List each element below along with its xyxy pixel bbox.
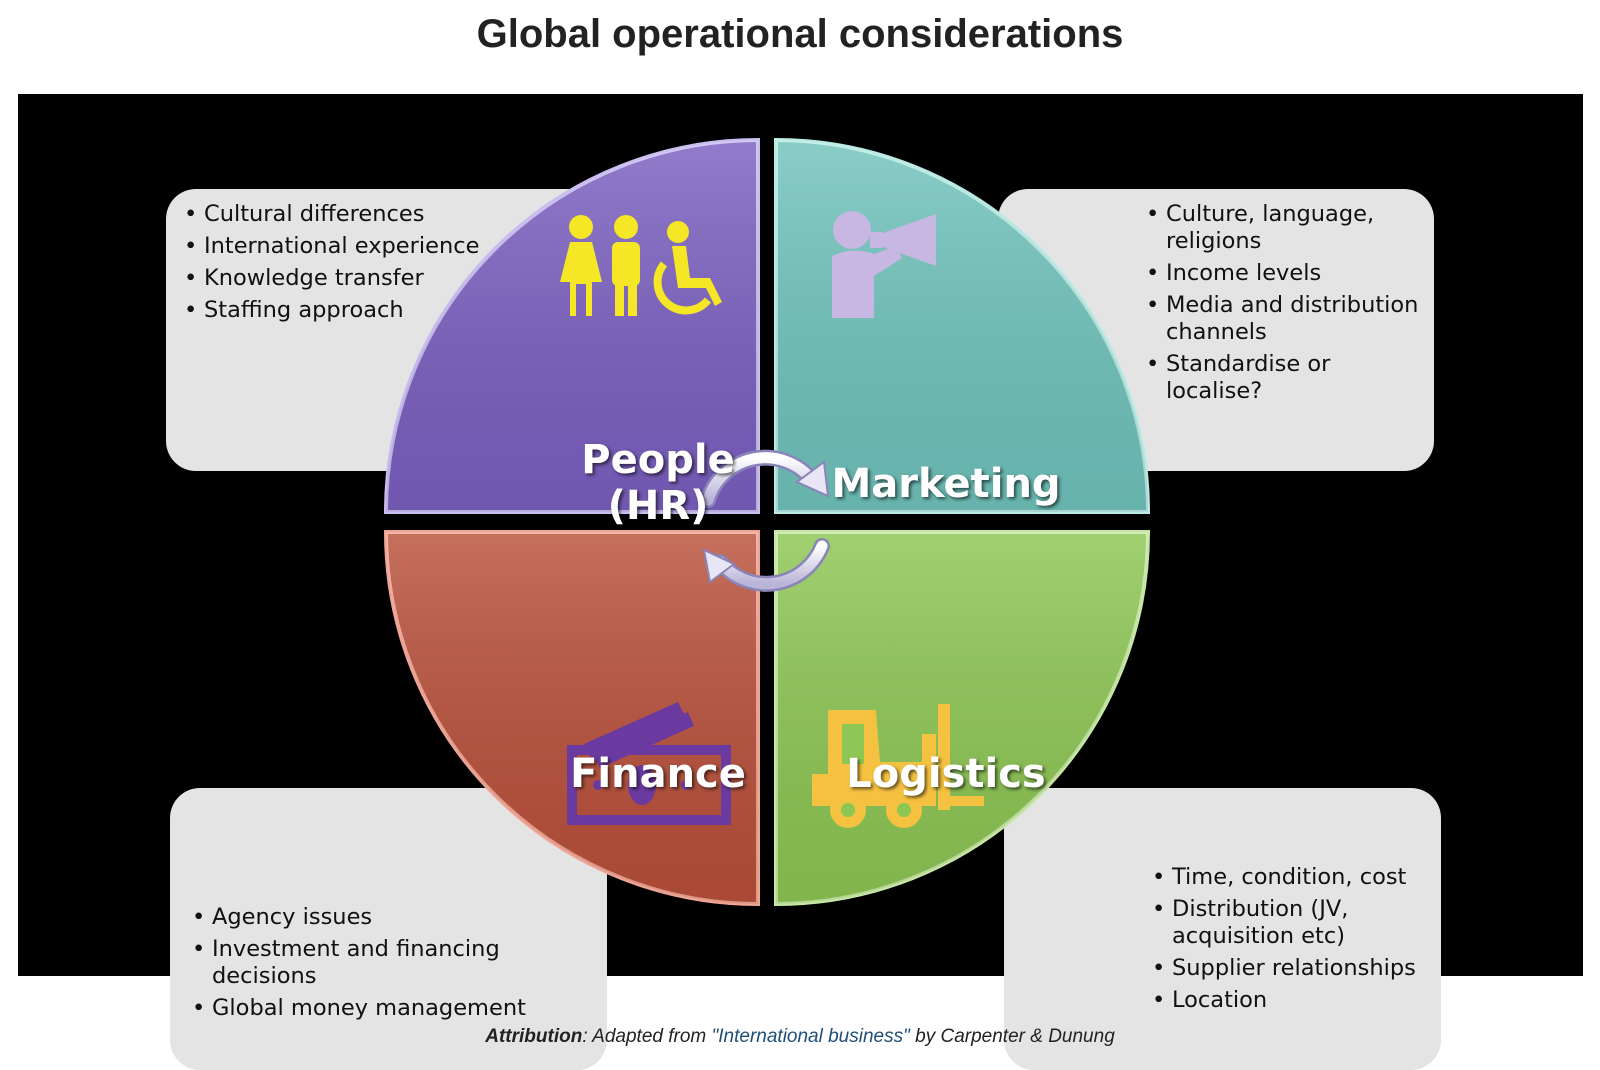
list-item: Knowledge transfer	[184, 265, 589, 292]
page-title: Global operational considerations	[476, 12, 1124, 56]
finance-label: Finance	[570, 751, 746, 797]
marketing-label: Marketing	[831, 461, 1061, 507]
list-item: Staffing approach	[184, 297, 589, 324]
people-hr-label: People (HR)	[563, 437, 753, 529]
logistics-list: Time, condition, cost Distribution (JV, …	[1150, 864, 1427, 1014]
attribution: Attribution: Adapted from "International…	[0, 1026, 1600, 1048]
forklift-icon	[812, 704, 984, 828]
list-item: Income levels	[1146, 260, 1420, 287]
list-item: Time, condition, cost	[1152, 864, 1427, 891]
finance-gloss	[386, 532, 758, 904]
people-gloss	[386, 140, 758, 512]
people-label-line1: People	[581, 437, 735, 483]
people-list: Cultural differences International exper…	[182, 201, 589, 324]
money-bills-icon	[567, 702, 731, 825]
list-item: Location	[1152, 987, 1427, 1014]
finance-list: Agency issues Investment and financing d…	[190, 904, 593, 1022]
marketing-list: Culture, language, religions Income leve…	[1144, 201, 1420, 405]
diagram-panel: Cultural differences International exper…	[18, 94, 1583, 1070]
attribution-authors: by Carpenter & Dunung	[909, 1026, 1115, 1047]
attribution-source-link[interactable]: "International business"	[711, 1026, 910, 1047]
list-item: Agency issues	[192, 904, 593, 931]
people-accessibility-icon	[560, 215, 722, 316]
quadrant-wheel	[383, 137, 1151, 907]
logistics-considerations-box: Time, condition, cost Distribution (JV, …	[1004, 788, 1441, 1070]
logistics-label: Logistics	[846, 751, 1046, 797]
attribution-text: : Adapted from	[582, 1026, 712, 1047]
list-item: Investment and financing decisions	[192, 936, 593, 990]
list-item: Culture, language, religions	[1146, 201, 1420, 255]
list-item: Supplier relationships	[1152, 955, 1427, 982]
list-item: International experience	[184, 233, 589, 260]
megaphone-person-icon	[832, 211, 936, 318]
list-item: Cultural differences	[184, 201, 589, 228]
list-item: Standardise or localise?	[1146, 351, 1420, 405]
attribution-lead: Attribution	[485, 1026, 583, 1047]
list-item: Global money management	[192, 995, 593, 1022]
marketing-considerations-box: Culture, language, religions Income leve…	[998, 189, 1434, 471]
list-item: Distribution (JV, acquisition etc)	[1152, 896, 1427, 950]
finance-considerations-box: Agency issues Investment and financing d…	[170, 788, 607, 1070]
cycle-arrows-icon	[700, 449, 830, 592]
list-item: Media and distribution channels	[1146, 292, 1420, 346]
logistics-gloss	[776, 532, 1148, 904]
people-label-line2: (HR)	[607, 483, 709, 529]
marketing-gloss	[776, 140, 1148, 512]
